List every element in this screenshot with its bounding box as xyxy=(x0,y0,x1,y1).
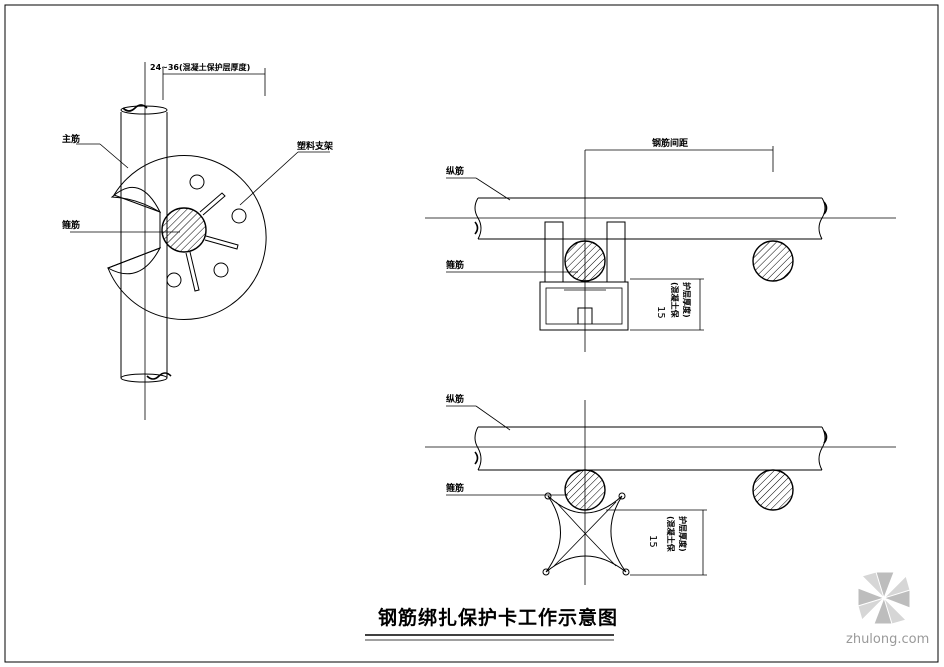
support-hole-3 xyxy=(213,262,229,278)
main-bar-top-break xyxy=(122,104,148,112)
watermark-logo xyxy=(857,571,911,625)
x-spacer-outline xyxy=(545,495,627,573)
bottom-long-bar-left-break xyxy=(474,451,479,465)
top-long-bar-label: 纵筋 xyxy=(446,165,464,177)
title-block: 钢筋绑扎保护卡工作示意图 xyxy=(365,606,618,641)
x-spacer-tip-1 xyxy=(544,492,552,500)
right-top-view: 钢筋间距 15 (混凝土保 护层厚度) 纵筋 箍筋 xyxy=(425,137,896,352)
top-long-bar-right-break xyxy=(823,201,828,215)
stirrup-section-left xyxy=(161,207,207,253)
stirrup-label-left: 箍筋 xyxy=(61,219,80,231)
top-long-bar-left-break xyxy=(474,221,479,235)
support-radial-slots xyxy=(185,192,239,292)
main-bar-top-cut xyxy=(120,105,168,115)
bottom-cover-dim-value: 15 xyxy=(647,535,658,548)
stirrup-section-bottom-1 xyxy=(564,469,606,511)
drawing-title: 钢筋绑扎保护卡工作示意图 xyxy=(378,606,618,629)
left-view: 24~36(混凝土保护层厚度) 主筋 箍筋 塑料支架 xyxy=(61,62,333,420)
x-spacer-tip-3 xyxy=(542,568,550,576)
x-spacer-tip-4 xyxy=(622,568,630,576)
top-long-bar-left-end xyxy=(474,197,482,240)
bottom-long-bar-right-break xyxy=(823,430,828,444)
support-slot-upper xyxy=(110,187,162,214)
main-bar-leader-slant xyxy=(99,143,129,169)
top-cover-dim-note-1: (混凝土保 xyxy=(670,282,680,319)
top-stirrup-label: 箍筋 xyxy=(445,259,464,271)
support-hole-1 xyxy=(189,174,205,190)
main-bar-label: 主筋 xyxy=(62,133,80,145)
bottom-long-bar-label: 纵筋 xyxy=(446,393,464,405)
top-clip-arm-right xyxy=(606,221,626,283)
right-bottom-view: 15 (混凝土保 护层厚度) 纵筋 箍筋 xyxy=(425,393,896,585)
top-long-bar-leader-slant xyxy=(475,177,511,201)
stirrup-section-top-1 xyxy=(564,240,606,282)
bottom-cover-dim-note-1: (混凝土保 xyxy=(666,516,676,553)
plastic-support-disc xyxy=(107,155,267,321)
support-hole-2 xyxy=(231,208,247,224)
plastic-support-label: 塑料支架 xyxy=(297,140,333,152)
support-slot-lower xyxy=(106,247,162,275)
bottom-cover-dim-note-2: 护层厚度) xyxy=(678,516,688,552)
support-leader-slant xyxy=(239,151,299,206)
top-clip-base-inner xyxy=(545,287,623,325)
bottom-long-bar-leader-slant xyxy=(475,405,511,431)
watermark-text: zhulong.com xyxy=(846,632,929,647)
support-hole-4 xyxy=(166,272,182,288)
top-cover-dim-value: 15 xyxy=(655,306,666,319)
top-cover-dim-note-2: 护层厚度) xyxy=(682,282,692,318)
top-clip-slot xyxy=(577,307,593,324)
x-spacer-tip-2 xyxy=(618,492,626,500)
top-clip-arm-left xyxy=(544,221,564,283)
stirrup-section-bottom-2 xyxy=(752,469,794,511)
top-clip-base xyxy=(539,281,629,331)
top-long-bar-right-end xyxy=(818,197,826,240)
drawing-border xyxy=(4,4,939,663)
cover-dim-label: 24~36(混凝土保护层厚度) xyxy=(150,62,250,72)
bottom-stirrup-label: 箍筋 xyxy=(445,482,464,494)
main-bar-bottom-break xyxy=(146,372,172,380)
bar-spacing-label: 钢筋间距 xyxy=(652,137,688,149)
bottom-long-bar-right-end xyxy=(818,426,826,471)
watermark: zhulong.com xyxy=(846,571,929,647)
stirrup-section-top-2 xyxy=(752,240,794,282)
main-bar-bottom-cut xyxy=(120,373,168,383)
bottom-long-bar-left-end xyxy=(474,426,482,471)
x-spacer-inner-2 xyxy=(553,501,617,567)
